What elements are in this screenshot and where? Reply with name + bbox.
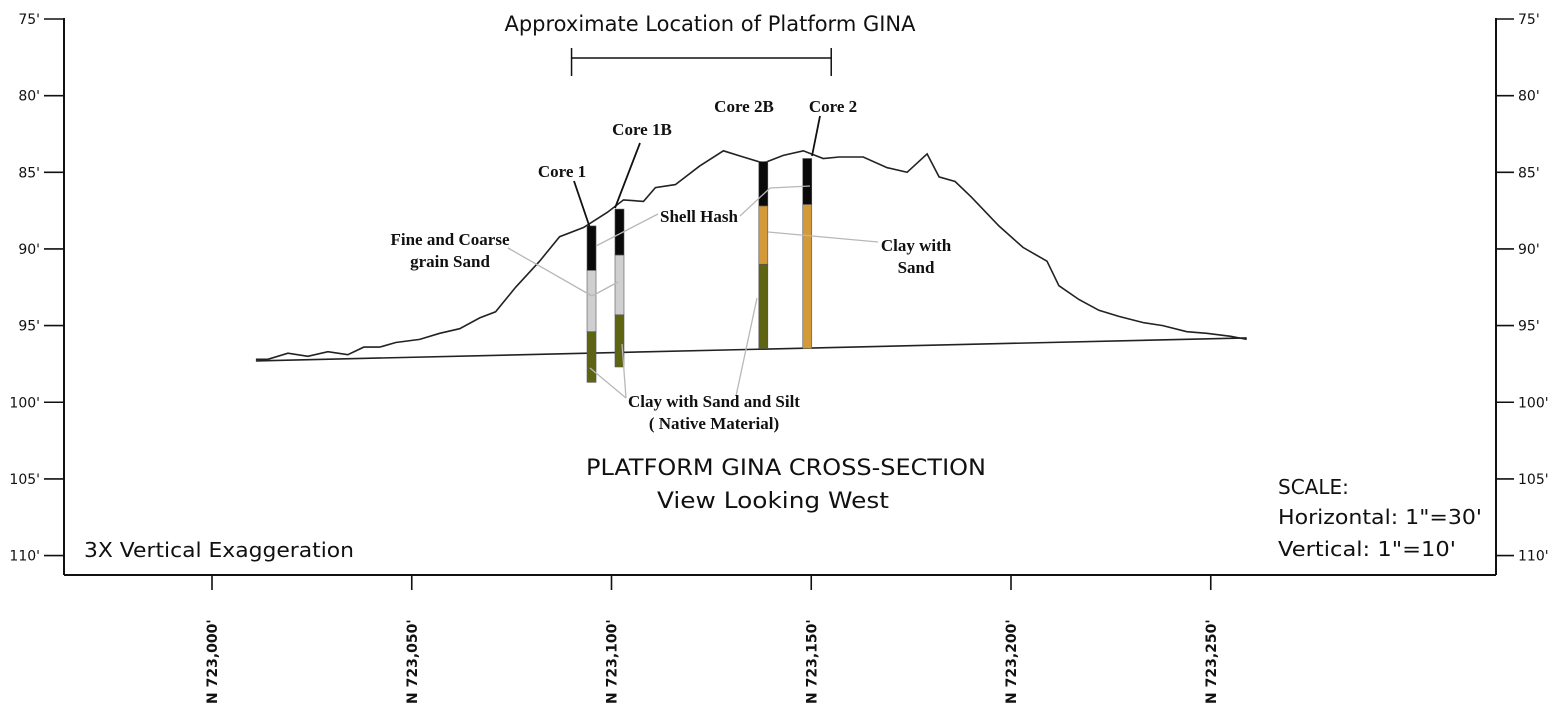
right-axis-tick-label: 75'	[1518, 12, 1540, 28]
right-depth-axis: 75' 80' 85' 90' 95' 100' 105' 110'	[1496, 12, 1549, 565]
scale-heading: SCALE:	[1278, 475, 1349, 499]
material-leader-lines	[507, 185, 879, 399]
northing-axis-tick-label: N 723,000'	[205, 619, 221, 704]
core-4-layer-clay-with-sand	[802, 204, 813, 349]
leader-core2	[811, 115, 821, 157]
left-axis-tick-label: 75'	[18, 12, 40, 28]
leader-native-core2b	[735, 297, 758, 397]
platform-location-label: Approximate Location of Platform GINA	[504, 12, 916, 36]
core-2-layer-clay-sand-silt	[614, 314, 625, 368]
leader-native-core1	[589, 367, 627, 399]
left-axis-tick-label: 85'	[18, 165, 40, 181]
left-axis-tick-label: 90'	[18, 242, 40, 258]
diagram-frame	[63, 18, 1497, 576]
northing-axis-tick-label: N 723,150'	[804, 619, 820, 704]
core2-label: Core 2	[809, 97, 857, 116]
northing-axis-tick-label: N 723,250'	[1204, 619, 1220, 704]
right-axis-tick-label: 90'	[1518, 242, 1540, 258]
fine-coarse-sand-label-line2: grain Sand	[410, 252, 490, 271]
core-4-layer-shell-hash	[802, 158, 813, 205]
left-depth-axis: 75' 80' 85' 90' 95' 100' 105' 110'	[9, 12, 64, 565]
clay-with-sand-label-line2: Sand	[898, 258, 935, 277]
left-axis-tick-label: 100'	[9, 395, 40, 411]
left-axis-tick-label: 80'	[18, 89, 40, 105]
right-axis-tick-label: 100'	[1518, 395, 1549, 411]
core1b-label: Core 1B	[612, 120, 672, 139]
core1-label: Core 1	[538, 162, 586, 181]
left-axis-tick-label: 105'	[9, 472, 40, 488]
clay-sand-silt-label-line2: ( Native Material)	[649, 414, 779, 433]
leader-sand-core1	[507, 247, 593, 297]
left-axis-tick-label: 95'	[18, 319, 40, 335]
clay-with-sand-label-line1: Clay with	[881, 236, 952, 255]
fine-coarse-sand-label-line1: Fine and Coarse	[391, 230, 510, 249]
shell-hash-label: Shell Hash	[660, 207, 738, 226]
scale-horizontal: Horizontal: 1"=30'	[1278, 505, 1482, 529]
leader-shell-hash-core1b	[595, 213, 659, 247]
diagram-subtitle: View Looking West	[657, 489, 889, 514]
mound-profile-line	[255, 149, 1247, 361]
right-axis-tick-label: 95'	[1518, 319, 1540, 335]
scale-vertical: Vertical: 1"=10'	[1278, 537, 1456, 561]
leader-shell-hash-core2	[769, 185, 811, 189]
right-axis-tick-label: 85'	[1518, 165, 1540, 181]
vertical-exaggeration-note: 3X Vertical Exaggeration	[84, 538, 354, 562]
material-labels: Shell Hash Fine and Coarse grain Sand Cl…	[391, 207, 952, 433]
core-3-layer-shell-hash	[758, 161, 769, 207]
northing-axis: N 723,000' N 723,050' N 723,100' N 723,150'…	[205, 575, 1220, 704]
northing-axis-tick-label: N 723,050'	[405, 619, 421, 704]
platform-location-bracket: Approximate Location of Platform GINA	[504, 12, 916, 76]
seafloor-baseline	[255, 337, 1247, 362]
northing-axis-tick-label: N 723,200'	[1004, 619, 1020, 704]
core-name-leaders	[573, 115, 821, 229]
clay-sand-silt-label-line1: Clay with Sand and Silt	[628, 392, 800, 411]
leader-sand-core1b	[591, 281, 619, 297]
northing-axis-tick-label: N 723,100'	[605, 619, 621, 704]
right-axis-tick-label: 110'	[1518, 549, 1549, 565]
core-1-layer-clay-sand-silt	[586, 331, 597, 383]
core-1-layer-fine-coarse-sand	[586, 270, 597, 333]
leader-core1b	[614, 142, 641, 209]
leader-native-core1b	[621, 343, 627, 399]
right-axis-tick-label: 105'	[1518, 472, 1549, 488]
diagram-title: PLATFORM GINA CROSS-SECTION	[586, 456, 986, 481]
core-3-layer-clay-with-sand	[758, 205, 769, 265]
leader-core1	[573, 180, 591, 229]
left-axis-tick-label: 110'	[9, 549, 40, 565]
core-3-layer-clay-sand-silt	[758, 263, 769, 349]
core-columns	[586, 158, 813, 383]
leader-clay-sand	[767, 231, 879, 243]
core-1-layer-shell-hash	[586, 225, 597, 271]
leader-shell-hash-core2b	[739, 187, 771, 217]
core-name-labels: Core 1 Core 1B Core 2B Core 2	[538, 97, 857, 181]
core2b-label: Core 2B	[714, 97, 774, 116]
right-axis-tick-label: 80'	[1518, 89, 1540, 105]
core-2-layer-fine-coarse-sand	[614, 254, 625, 316]
